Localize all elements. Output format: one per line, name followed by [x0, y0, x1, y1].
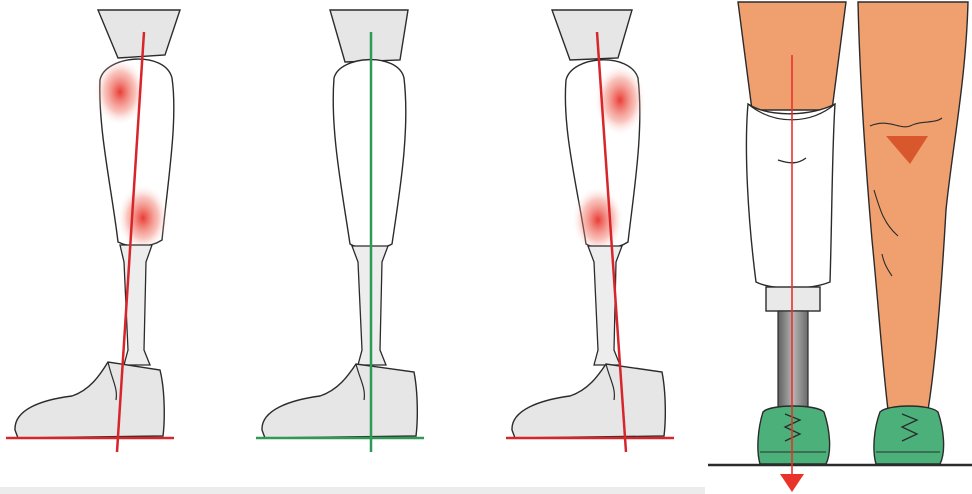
- prosthetic-socket: [333, 60, 406, 249]
- pressure-zone-lower-back: [117, 184, 169, 252]
- residual-limb-thigh: [552, 10, 632, 60]
- prosthetic-foot-shoe: [512, 364, 665, 438]
- residual-limb-thigh: [330, 10, 408, 62]
- load-arrow-icon: [780, 474, 804, 492]
- bottom-divider: [0, 487, 705, 494]
- shoe-prosthetic-side: [758, 406, 830, 464]
- pressure-zone-lower-front: [572, 186, 624, 254]
- panel-left-tilt: [6, 10, 180, 452]
- prosthetic-foot-shoe: [262, 364, 417, 438]
- panel-frontal-view: [708, 2, 972, 492]
- sound-leg: [858, 2, 968, 410]
- prosthetic-foot-shoe: [15, 362, 164, 438]
- socket-adapter: [766, 287, 820, 311]
- shoe-sound-side: [874, 406, 944, 464]
- pylon: [778, 311, 808, 411]
- panel-neutral: [256, 10, 424, 452]
- prosthetic-socket: [746, 104, 835, 288]
- residual-limb-thigh: [98, 10, 180, 58]
- panel-right-tilt: [506, 10, 674, 452]
